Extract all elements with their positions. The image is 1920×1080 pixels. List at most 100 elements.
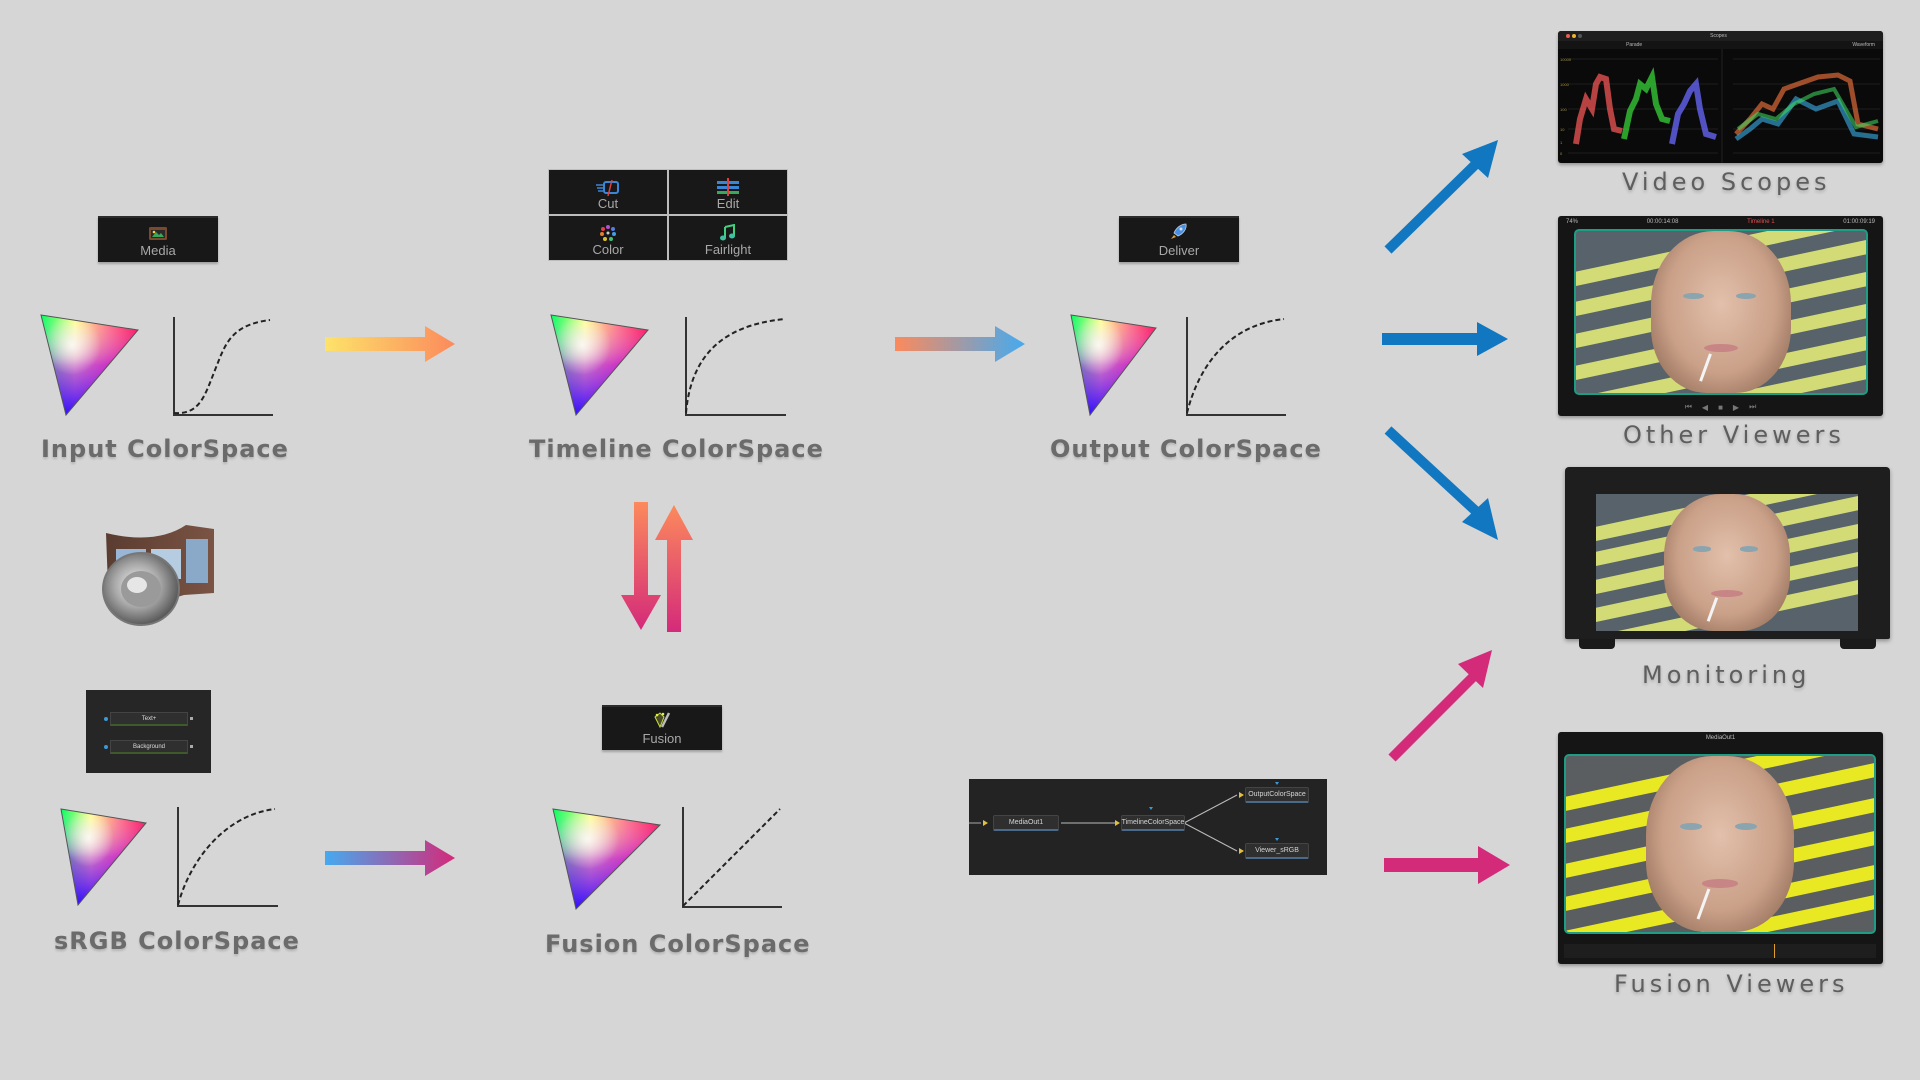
scale-tick: 10000 [1560, 57, 1572, 62]
node-input-port [104, 717, 108, 721]
parade-mode-dropdown[interactable]: Parade [1626, 42, 1643, 48]
fusion-page-label: Fusion [642, 731, 682, 746]
node-input-port [104, 745, 108, 749]
timeline-colorspace-label: Timeline ColorSpace [529, 435, 824, 463]
scopes-window-title: Scopes [1710, 33, 1727, 39]
skip-back-icon[interactable]: ⏮ [1684, 402, 1692, 411]
media-files-icon [102, 525, 214, 626]
viewer-zoom[interactable]: 74% [1566, 219, 1579, 225]
media-page-tile[interactable]: Media [98, 216, 218, 262]
timeline-name-dropdown[interactable]: Timeline 1 [1747, 219, 1775, 225]
fusion-colorspace-label: Fusion ColorSpace [545, 930, 811, 958]
cut-page-tile[interactable]: Cut [549, 170, 667, 214]
scale-tick: 0 [1560, 151, 1563, 156]
edit-pages-tile: Cut Edit Color Fairlight [548, 169, 788, 261]
output-gamut-triangle [1070, 314, 1157, 417]
monitor-foot-right [1840, 639, 1876, 649]
arrows-timeline-fusion-bidirectional [621, 502, 693, 632]
srgb-transfer-curve [177, 807, 278, 907]
edit-page-tile[interactable]: Edit [669, 170, 787, 214]
srgb-colorspace-label: sRGB ColorSpace [54, 927, 300, 955]
scale-tick: 1 [1560, 140, 1563, 145]
scale-tick: 1000 [1560, 82, 1570, 87]
arrow-to-fusion-viewers [1384, 846, 1510, 884]
fusion-page-icon [654, 712, 671, 729]
playhead[interactable] [1774, 944, 1775, 958]
input-transfer-curve [173, 317, 273, 416]
reference-monitor [1565, 467, 1890, 663]
fusion-generator-nodes: Text+ Background [86, 690, 211, 773]
input-gamut-triangle [40, 314, 139, 417]
arrow-srgb-to-fusion [325, 840, 455, 876]
other-viewers-window: 74% 00:00:14:08 Timeline 1 01:00:09:19 ⏮… [1558, 216, 1883, 416]
scopes-graphs: 10000 1000 100 10 1 0 [1560, 49, 1880, 163]
fusion-viewer-image [1564, 754, 1876, 934]
scale-tick: 100 [1560, 107, 1567, 112]
node-output-colorspace[interactable]: OutputColorSpace [1245, 787, 1309, 803]
fusion-viewers-window: MediaOut1 [1558, 732, 1883, 964]
media-page-label: Media [140, 243, 176, 258]
arrow-timeline-to-output [895, 326, 1025, 362]
video-scopes-label: Video Scopes [1622, 168, 1831, 196]
fusion-timeline-ruler[interactable] [1564, 944, 1876, 958]
fusion-page-tile[interactable]: Fusion [602, 705, 722, 750]
source-timecode: 00:00:14:08 [1646, 219, 1679, 225]
deliver-page-label: Deliver [1158, 243, 1200, 258]
output-blue-arrows [1382, 140, 1508, 540]
color-page-label: Color [592, 242, 624, 257]
parade-red [1573, 73, 1623, 145]
monitoring-label: Monitoring [1642, 661, 1811, 689]
scale-tick: 10 [1560, 127, 1565, 132]
fusion-transfer-curve [682, 807, 782, 908]
node-connections [969, 782, 1279, 854]
media-page-icon [149, 227, 167, 240]
arrow-input-to-timeline [325, 326, 455, 362]
node-viewer-srgb[interactable]: Viewer_sRGB [1245, 843, 1309, 859]
other-viewers-label: Other Viewers [1623, 421, 1845, 449]
node-mediaout1[interactable]: MediaOut1 [993, 815, 1059, 831]
fairlight-page-icon [720, 224, 735, 241]
timeline-gamut-triangle [550, 314, 649, 417]
fusion-gamut-triangle [552, 808, 662, 910]
play-icon[interactable]: ▶ [1732, 402, 1740, 412]
deliver-page-icon [1171, 223, 1187, 239]
node-output-port [190, 745, 193, 748]
color-page-tile[interactable]: Color [549, 216, 667, 260]
srgb-gamut-triangle [60, 808, 147, 907]
cut-page-icon [596, 180, 619, 196]
arrow-node-graph-to-monitoring [1388, 650, 1492, 762]
fusion-viewer-title: MediaOut1 [1705, 735, 1736, 741]
edit-page-label: Edit [716, 196, 740, 211]
timeline-transfer-curve [685, 317, 786, 416]
stop-icon[interactable]: ■ [1718, 402, 1723, 412]
parade-blue [1669, 77, 1717, 145]
transport-controls: ⏮ ◀ ■ ▶ ⏭ [1558, 398, 1883, 416]
node-timeline-colorspace[interactable]: TimelineColorSpace [1121, 815, 1185, 831]
step-back-icon[interactable]: ◀ [1701, 402, 1709, 412]
arrow-to-video-scopes [1384, 140, 1498, 254]
viewer-image [1574, 229, 1868, 395]
input-colorspace-label: Input ColorSpace [41, 435, 289, 463]
monitor-foot-left [1579, 639, 1615, 649]
fusion-node-graph: MediaOut1 TimelineColorSpace OutputColor… [969, 779, 1327, 875]
parade-green [1621, 67, 1671, 140]
node-text-plus[interactable]: Text+ [110, 712, 188, 726]
window-controls[interactable] [1566, 34, 1582, 38]
record-timecode: 01:00:09:19 [1843, 219, 1875, 225]
node-output-port [190, 717, 193, 720]
waveform-rgb [1734, 72, 1879, 136]
fusion-viewers-label: Fusion Viewers [1614, 970, 1849, 998]
node-background[interactable]: Background [110, 740, 188, 754]
output-transfer-curve [1186, 317, 1286, 416]
edit-page-icon [717, 178, 739, 196]
cut-page-label: Cut [597, 196, 619, 211]
fairlight-page-tile[interactable]: Fairlight [669, 216, 787, 260]
arrow-to-other-viewers [1382, 322, 1508, 356]
skip-forward-icon[interactable]: ⏭ [1749, 402, 1757, 411]
color-page-icon [600, 225, 616, 241]
output-magenta-arrows [1384, 650, 1510, 884]
waveform-mode-dropdown[interactable]: Waveform [1852, 42, 1875, 48]
deliver-page-tile[interactable]: Deliver [1119, 216, 1239, 262]
monitor-image [1596, 494, 1858, 631]
fairlight-page-label: Fairlight [704, 242, 752, 257]
